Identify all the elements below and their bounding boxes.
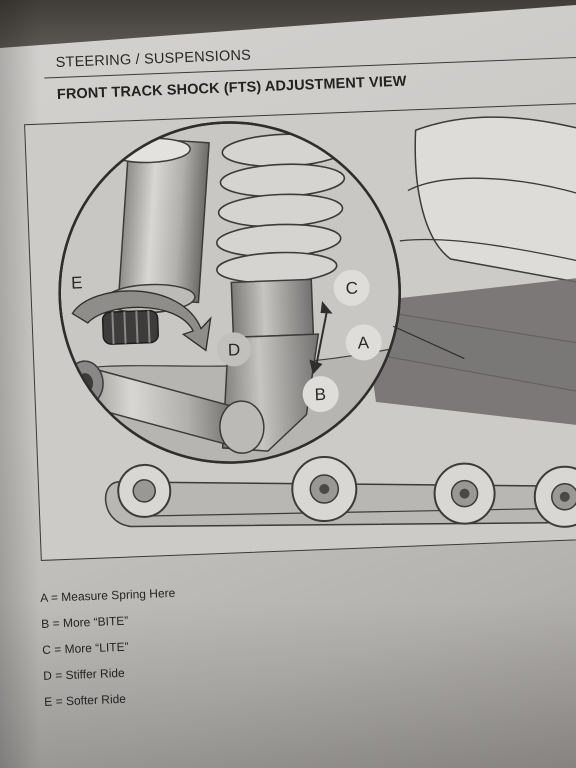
track-wheel [433, 462, 496, 525]
callout-a: A [357, 333, 370, 352]
rotation-arrow-icon [71, 290, 212, 352]
detail-magnifier [54, 121, 465, 469]
figure-legend: A = Measure Spring Here B = More “BITE” … [40, 585, 180, 720]
section-heading: STEERING / SUSPENSIONS [55, 47, 252, 72]
track-wheel [533, 465, 576, 528]
callout-c: C [345, 279, 358, 298]
legend-item: E = Softer Ride [43, 691, 127, 709]
callout-d: D [228, 340, 241, 359]
callout-b-bubble [302, 376, 339, 413]
callout-c-bubble [333, 269, 370, 306]
shock-adjustment-illustration: E C A D B [54, 116, 576, 528]
callout-a-bubble [345, 324, 382, 361]
track-wheel [291, 456, 358, 523]
measure-arrow-icon [309, 300, 333, 375]
callout-d-bubble [216, 332, 251, 367]
callout-e: E [71, 273, 83, 292]
figure-title: FRONT TRACK SHOCK (FTS) ADJUSTMENT VIEW [56, 73, 407, 103]
adjuster-knob [101, 309, 159, 345]
figure-frame: E C A D B [24, 101, 576, 561]
coil-spring [215, 133, 348, 284]
sled-body [362, 116, 576, 432]
track-assembly [104, 456, 576, 528]
callout-b: B [314, 385, 326, 404]
track-wheel [117, 463, 172, 518]
